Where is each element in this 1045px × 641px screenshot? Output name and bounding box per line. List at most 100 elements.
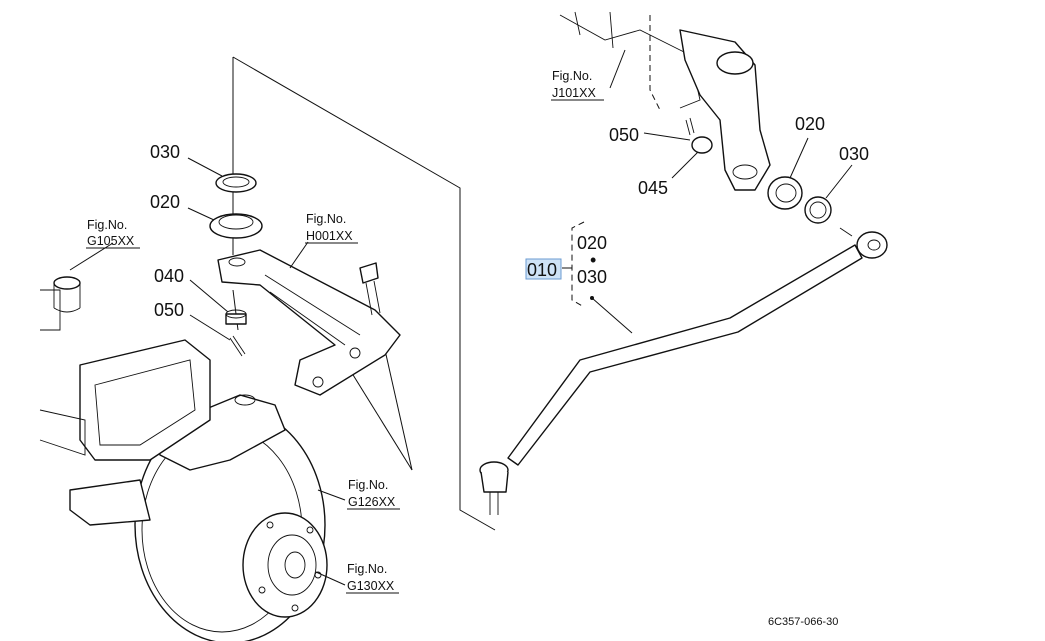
castle-nut-045 <box>691 136 713 154</box>
group-separator-dot: • <box>590 250 596 270</box>
callout-010[interactable]: 010 <box>527 260 557 280</box>
steering-arm <box>217 249 401 396</box>
dust-seal-020 <box>209 213 263 239</box>
stud-hole <box>306 526 314 534</box>
figref-g126xx[interactable]: Fig.No. G126XX <box>347 478 400 510</box>
axle-housing <box>79 339 211 461</box>
pitman-arm-eye <box>732 164 758 180</box>
leader-line <box>189 314 231 341</box>
castle-nut-040 <box>225 313 247 325</box>
figref-label: Fig.No. <box>552 69 592 83</box>
stud-hole <box>291 604 299 612</box>
leader-line <box>609 49 626 89</box>
figref-label: Fig.No. <box>348 478 388 492</box>
knuckle-arm <box>154 394 286 471</box>
figref-g130xx[interactable]: Fig.No. G130XX <box>346 562 399 594</box>
leader-line <box>789 137 809 179</box>
pitman-arm-assembly <box>559 11 832 224</box>
knuckle-hub-assembly <box>39 56 496 641</box>
kingpin-top <box>53 276 81 290</box>
leader-line <box>317 489 346 501</box>
callout-030-left[interactable]: 030 <box>150 142 180 162</box>
axle-tube <box>39 409 86 456</box>
callout-020-right[interactable]: 020 <box>795 114 825 134</box>
group-bracket <box>571 221 585 308</box>
leader-line <box>187 157 223 177</box>
callout-leaders <box>69 49 853 586</box>
stud-hole <box>266 521 274 529</box>
cotter-pin-050-right <box>685 117 695 136</box>
leader-line <box>187 207 215 221</box>
pitman-shaft-nut <box>716 51 754 75</box>
callout-050-right[interactable]: 050 <box>609 125 639 145</box>
part-callouts: 030 020 040 050 050 045 020 030 010 020 … <box>150 114 869 320</box>
leader-line <box>349 369 413 471</box>
figure-references: Fig.No. G105XX Fig.No. H001XX Fig.No. J1… <box>86 69 604 594</box>
dust-seal-inner <box>218 214 254 230</box>
figref-g105xx[interactable]: Fig.No. G105XX <box>86 218 140 249</box>
dust-seal-right-inner <box>775 183 797 203</box>
leader-line <box>189 279 229 313</box>
axle-housing-inner <box>94 359 196 446</box>
knuckle-boss <box>234 394 256 406</box>
leader-line <box>671 151 699 179</box>
leader-line <box>591 297 633 334</box>
leader-line <box>825 164 853 199</box>
hub-bore <box>267 534 317 596</box>
tie-rod-end-right-eye <box>867 239 881 251</box>
callout-020-group[interactable]: 020 <box>577 233 607 253</box>
tie-rod-tube <box>507 244 863 466</box>
steering-arm-eye <box>228 257 246 267</box>
snap-ring-030-right <box>804 196 832 224</box>
stud-hole <box>314 571 322 579</box>
cotter-pin-050 <box>229 335 246 357</box>
figref-label: Fig.No. <box>87 218 127 232</box>
callout-040-left[interactable]: 040 <box>154 266 184 286</box>
leader-line <box>289 241 309 269</box>
gearbox-detail <box>574 11 614 49</box>
snap-ring-right-inner <box>809 201 827 219</box>
axle-flange <box>40 289 61 331</box>
figref-number: G105XX <box>87 234 135 248</box>
tie-rod-end-left-stud <box>489 492 499 515</box>
stud-hole <box>258 586 266 594</box>
tie-rod-end-right <box>856 231 888 259</box>
figref-number: G130XX <box>347 579 395 593</box>
callout-030-right[interactable]: 030 <box>839 144 869 164</box>
leader-line <box>643 132 691 141</box>
callout-045-right[interactable]: 045 <box>638 178 668 198</box>
figref-j101xx[interactable]: Fig.No. J101XX <box>551 69 604 101</box>
snap-ring-inner <box>222 176 250 188</box>
tie-rod-assembly <box>479 221 888 515</box>
leader-frame <box>232 56 496 531</box>
castle-nut-top <box>225 309 247 319</box>
steering-arm-bolt-hole <box>349 347 361 359</box>
callout-010-highlight <box>525 258 562 280</box>
figref-number: H001XX <box>306 229 353 243</box>
figref-label: Fig.No. <box>347 562 387 576</box>
figref-h001xx[interactable]: Fig.No. H001XX <box>305 212 358 244</box>
lower-knuckle <box>69 479 151 526</box>
tie-rod-end-right-stud <box>839 227 853 237</box>
callout-020-left[interactable]: 020 <box>150 192 180 212</box>
callout-030-group[interactable]: 030 <box>577 267 607 287</box>
kingpin-base <box>53 307 81 313</box>
kingpin-body <box>53 283 81 308</box>
steering-arm-rib <box>264 274 361 346</box>
arm-bolt-head <box>359 262 379 284</box>
callout-050-left[interactable]: 050 <box>154 300 184 320</box>
figref-number: G126XX <box>348 495 396 509</box>
steering-gearbox <box>559 14 701 109</box>
leader-line <box>384 349 413 471</box>
leader-line <box>315 571 346 586</box>
hidden-edge <box>649 15 661 111</box>
figref-label: Fig.No. <box>306 212 346 226</box>
figref-number: J101XX <box>552 86 596 100</box>
arm-bolt-shank <box>365 280 381 316</box>
steering-arm-bolt-hole <box>312 376 324 388</box>
dust-seal-020-right <box>767 176 803 210</box>
hub-center <box>284 551 306 579</box>
tie-rod-end-left <box>480 471 509 493</box>
group-leader-dot <box>590 296 594 300</box>
